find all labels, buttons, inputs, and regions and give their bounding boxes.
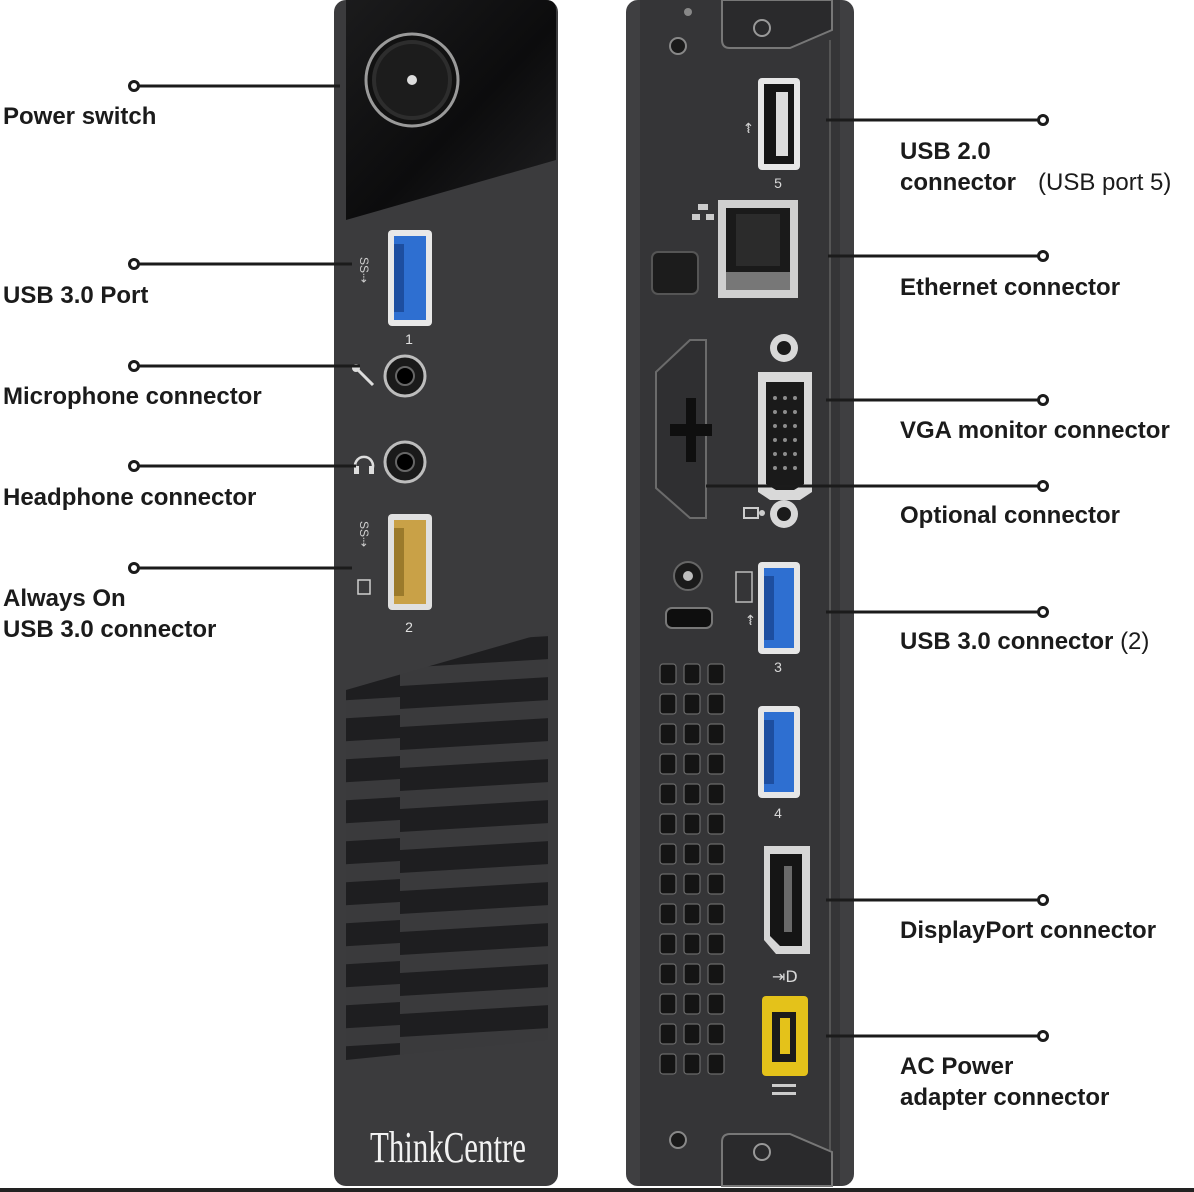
label-microphone-connector: Microphone connector [3,383,262,410]
rear-usb-number-4: 4 [774,805,782,821]
label-usb30-rear-note: (2) [1120,628,1150,655]
label-usb20-note: (USB port 5) [1038,169,1172,196]
power-button-icon[interactable] [364,32,460,128]
label-optional-connector: Optional connector [900,502,1121,529]
rear-usb-number-3: 3 [774,659,782,675]
svg-text:SS⇢: SS⇢ [357,257,371,283]
usb-icon: ⇜ [740,122,756,134]
monitor-icon [743,507,765,519]
rear-usb3-port-3[interactable] [758,562,800,654]
label-always-on-usb: Always On USB 3.0 connector [3,583,216,645]
front-vent-grille [346,632,548,1060]
headphone-jack[interactable] [383,440,427,484]
ac-power-connector[interactable] [762,996,808,1095]
rear-chassis [626,0,854,1187]
front-usb3-port[interactable] [388,230,432,326]
always-on-usb-icon: SS⇢ [357,521,371,595]
label-usb20-line1: USB 2.0 [900,138,991,165]
label-ac-power-connector: AC Power adapter connector [900,1051,1109,1113]
label-usb30-port: USB 3.0 Port [3,282,149,309]
label-usb20-connector: USB 2.0 connector (USB port 5) [900,136,1171,198]
thinkcentre-logo: ThinkCentre [370,1123,526,1172]
ethernet-port[interactable] [718,200,798,298]
svg-text:SS⇢: SS⇢ [357,521,371,547]
microphone-jack[interactable] [383,354,427,398]
kensington-tab [651,251,699,295]
label-usb30-rear: USB 3.0 connector (2) [900,626,1149,657]
label-ethernet-connector: Ethernet connector [900,274,1121,301]
front-usb-number-2: 2 [405,619,413,635]
front-always-on-usb-port[interactable] [388,514,432,610]
rear-callouts [706,114,1049,1042]
security-slot[interactable] [665,607,713,629]
rear-usb3-port-4[interactable] [758,706,800,798]
antenna-connector[interactable] [673,561,703,591]
bottom-border [0,1188,1194,1192]
label-ac-line1: AC Power [900,1053,1014,1080]
label-displayport-connector: DisplayPort connector [900,917,1157,944]
front-chassis [334,0,558,1186]
svg-text:⇜: ⇜ [740,122,756,134]
label-power-switch: Power switch [3,103,157,130]
displayport-port[interactable] [764,846,810,954]
displayport-icon: ⇥D [772,967,798,986]
front-usb-number-1: 1 [405,331,413,347]
rear-usb-number-5: 5 [774,175,782,191]
label-always-on-line2: USB 3.0 connector [3,616,217,643]
svg-text:⇜: ⇜ [742,614,758,626]
label-ac-line2: adapter connector [900,1084,1110,1111]
label-vga-connector: VGA monitor connector [900,417,1170,444]
superspeed-usb-rear-icon: ⇜ [735,571,758,626]
label-headphone-connector: Headphone connector [3,484,257,511]
optional-connector-cover[interactable] [655,339,712,519]
label-usb20-line2: connector [900,169,1017,196]
network-icon [692,204,714,220]
label-usb30-rear-text: USB 3.0 connector [900,628,1114,655]
vga-port[interactable] [758,334,812,528]
rear-vent-holes [659,663,725,1075]
label-always-on-line1: Always On [3,585,126,612]
front-callouts [128,80,360,574]
superspeed-usb-icon: SS⇢ [357,257,371,283]
rear-usb2-port[interactable] [758,78,800,170]
svg-text:⇥D: ⇥D [772,967,798,986]
